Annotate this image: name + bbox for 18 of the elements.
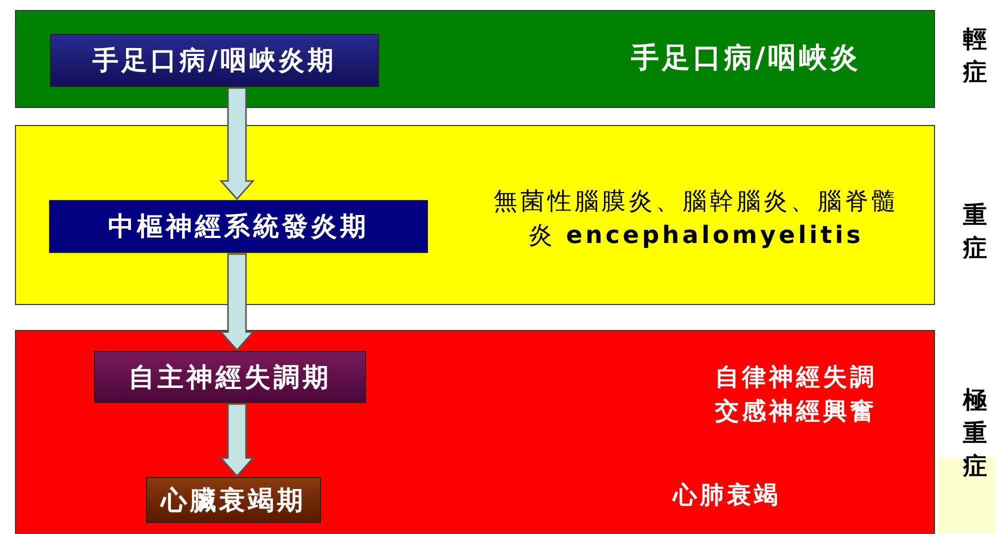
- description-text: 手足口病/咽峽炎: [630, 40, 862, 76]
- stage-box: 自主神經失調期: [94, 351, 366, 403]
- description-text: 心肺衰竭: [671, 479, 782, 511]
- block-arrow: [219, 87, 255, 200]
- stage-box: 手足口病/咽峽炎期: [50, 34, 379, 87]
- stage-band: [15, 330, 935, 534]
- severity-label: 極重症: [962, 384, 988, 482]
- stage-box: 中樞神經系統發炎期: [49, 200, 428, 253]
- block-arrow: [219, 403, 255, 478]
- severity-label: 重症: [962, 199, 988, 264]
- block-arrow: [219, 253, 255, 352]
- stage-box: 心臟衰竭期: [146, 477, 321, 523]
- stage-band: [15, 10, 935, 108]
- description-text: 自律神經失調: [714, 361, 878, 393]
- description-text: 交感神經興奮: [714, 395, 878, 427]
- stage-band: [15, 125, 935, 305]
- severity-label: 輕症: [962, 23, 988, 88]
- description-text: 無菌性腦膜炎、腦幹腦炎、腦脊髓炎 encephalomyelitis: [492, 186, 900, 251]
